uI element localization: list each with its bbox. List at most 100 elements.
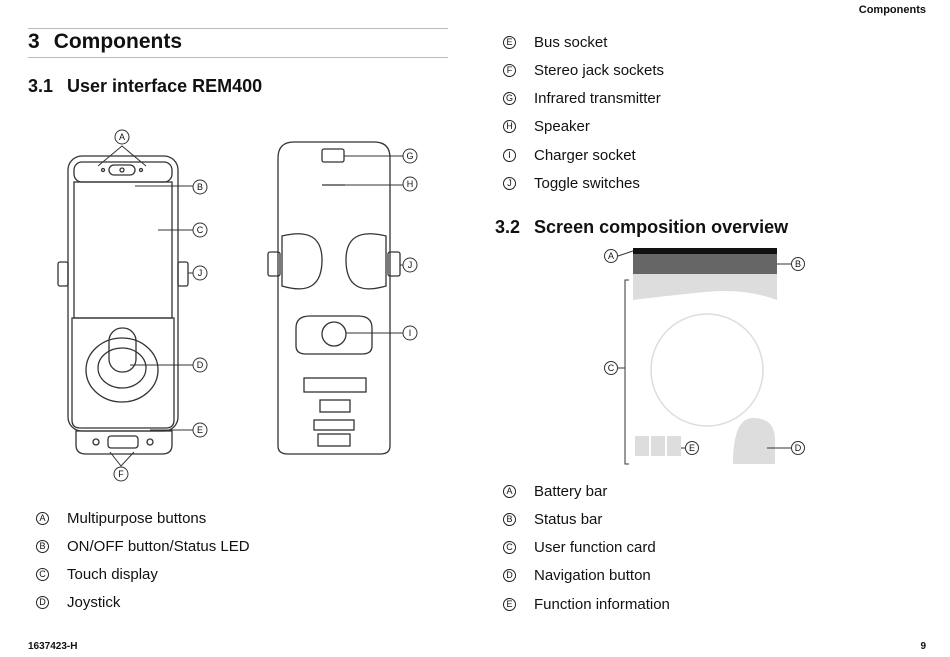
- function-info-cell: [635, 436, 649, 456]
- subsection-title: Screen composition overview: [534, 217, 789, 237]
- svg-text:E: E: [197, 425, 203, 435]
- svg-text:I: I: [409, 328, 412, 338]
- legend-letter: G: [503, 92, 516, 105]
- screen-callout-d: D: [791, 441, 805, 455]
- legend-letter: J: [503, 177, 516, 190]
- svg-text:D: D: [197, 360, 204, 370]
- heading-rule-bottom: [28, 57, 448, 58]
- screen-legend-item-e: E Function information: [503, 596, 670, 613]
- subsection-number: 3.1: [28, 76, 54, 96]
- callout-j-front: J: [192, 265, 208, 281]
- multipurpose-dot: [138, 167, 144, 173]
- screen-callout-leaders: [617, 250, 791, 465]
- bus-socket: [107, 435, 139, 449]
- svg-text:F: F: [118, 469, 124, 479]
- screen-callout-a: A: [604, 249, 618, 263]
- legend-item-j: J Toggle switches: [503, 175, 640, 192]
- connector-block: [75, 430, 173, 455]
- legend-letter: I: [503, 149, 516, 162]
- charger-socket: [321, 321, 347, 347]
- jack-socket: [92, 438, 100, 446]
- svg-text:B: B: [795, 259, 801, 269]
- battery-bar: [633, 248, 777, 254]
- legend-item-d: D Joystick: [36, 594, 120, 611]
- legend-label: User function card: [534, 539, 656, 556]
- legend-letter: E: [503, 598, 516, 611]
- touch-display: [73, 181, 173, 319]
- legend-label: Joystick: [67, 594, 121, 611]
- grip-right: [345, 233, 387, 290]
- function-card-circle: [650, 313, 764, 427]
- legend-label: Stereo jack sockets: [534, 62, 665, 79]
- legend-letter: E: [503, 36, 516, 49]
- label-plate: [303, 377, 367, 393]
- callout-f: F: [113, 466, 129, 482]
- screen-composition-diagram: A B C E D: [604, 248, 805, 465]
- section-number: 3: [28, 30, 40, 53]
- svg-text:J: J: [198, 268, 203, 278]
- legend-letter: H: [503, 120, 516, 133]
- grip-left: [281, 233, 323, 290]
- legend-letter: D: [36, 596, 49, 609]
- device-illustration: A B C D E F G H J J I: [57, 129, 418, 482]
- callout-a: A: [114, 129, 130, 145]
- legend-label: ON/OFF button/Status LED: [67, 538, 250, 555]
- joystick-ring: [97, 347, 147, 389]
- svg-text:E: E: [689, 443, 695, 453]
- multipurpose-dot: [100, 167, 106, 173]
- svg-text:A: A: [119, 132, 125, 142]
- legend-label: Status bar: [534, 511, 603, 528]
- joystick-panel: [71, 317, 175, 429]
- callout-i: I: [402, 325, 418, 341]
- legend-label: Battery bar: [534, 483, 608, 500]
- svg-text:A: A: [608, 251, 614, 261]
- top-card: [633, 274, 777, 300]
- legend-letter: D: [503, 569, 516, 582]
- infrared-transmitter: [321, 148, 345, 163]
- legend-item-g: G Infrared transmitter: [503, 90, 661, 107]
- legend-label: Toggle switches: [534, 175, 640, 192]
- toggle-switch-back-right: [387, 251, 401, 277]
- device-front-body: [67, 155, 179, 432]
- toggle-switch-left: [57, 261, 69, 287]
- callout-h: H: [402, 176, 418, 192]
- legend-label: Function information: [534, 596, 670, 613]
- legend-letter: C: [36, 568, 49, 581]
- screen-legend-item-c: C User function card: [503, 539, 656, 556]
- legend-label: Multipurpose buttons: [67, 510, 207, 527]
- legend-letter: B: [503, 513, 516, 526]
- function-info-cell: [651, 436, 665, 456]
- toggle-switch-back-left: [267, 251, 281, 277]
- page-number: 9: [920, 641, 926, 652]
- svg-text:J: J: [408, 260, 413, 270]
- callout-e: E: [192, 422, 208, 438]
- toggle-switch-right: [177, 261, 189, 287]
- legend-letter: F: [503, 64, 516, 77]
- legend-label: Infrared transmitter: [534, 90, 661, 107]
- callout-c: C: [192, 222, 208, 238]
- svg-text:G: G: [406, 151, 413, 161]
- screen-callout-b: B: [791, 257, 805, 271]
- screen-callout-e: E: [685, 441, 699, 455]
- legend-letter: C: [503, 541, 516, 554]
- svg-text:C: C: [608, 363, 615, 373]
- joystick-knob: [108, 327, 137, 373]
- document-id: 1637423-H: [28, 641, 78, 652]
- svg-text:B: B: [197, 182, 203, 192]
- status-bar: [633, 254, 777, 274]
- legend-letter: A: [503, 485, 516, 498]
- callout-g: G: [402, 148, 418, 164]
- running-header: Components: [858, 4, 926, 16]
- svg-text:H: H: [407, 179, 414, 189]
- device-back-body: [277, 141, 391, 455]
- legend-label: Charger socket: [534, 147, 636, 164]
- legend-item-f: F Stereo jack sockets: [503, 62, 664, 79]
